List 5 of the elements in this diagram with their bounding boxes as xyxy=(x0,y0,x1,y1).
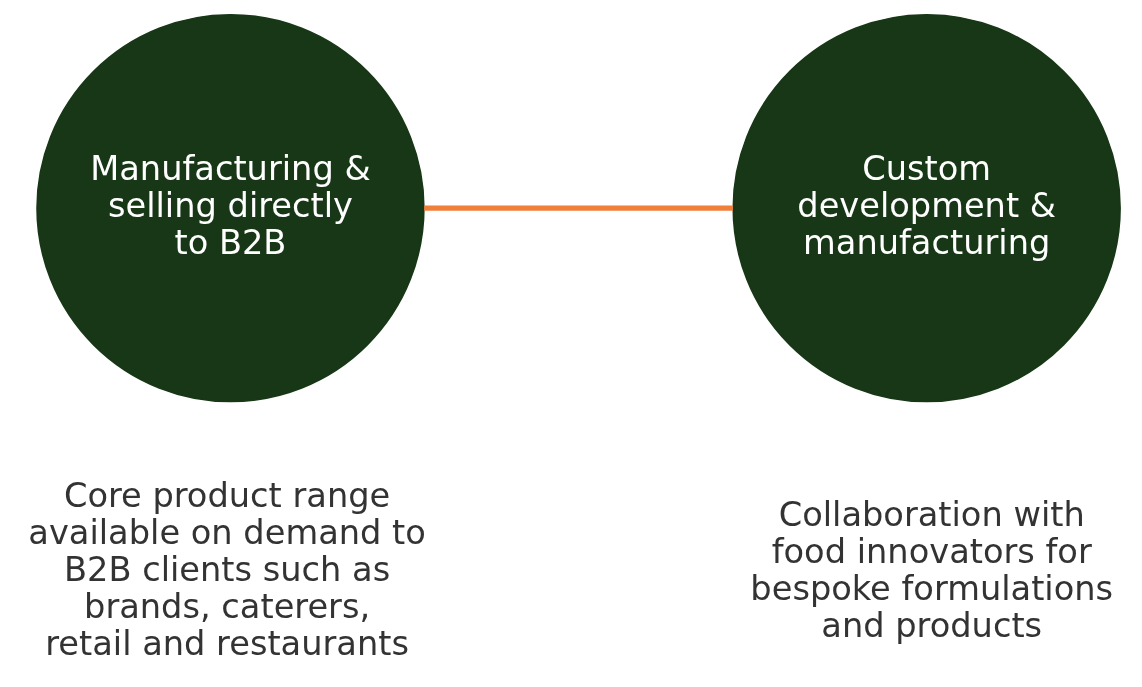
connector xyxy=(424,205,733,211)
node-circle: Custom development & manufacturing xyxy=(732,13,1121,403)
node-circle: Manufacturing & selling directly to B2B xyxy=(36,13,425,403)
node-label: Core product range available on demand to B2B clients such as brands, caterers, retail and restaurants xyxy=(28,476,426,664)
node-label: Collaboration with food innovators for bespoke formulations and products xyxy=(750,494,1114,645)
